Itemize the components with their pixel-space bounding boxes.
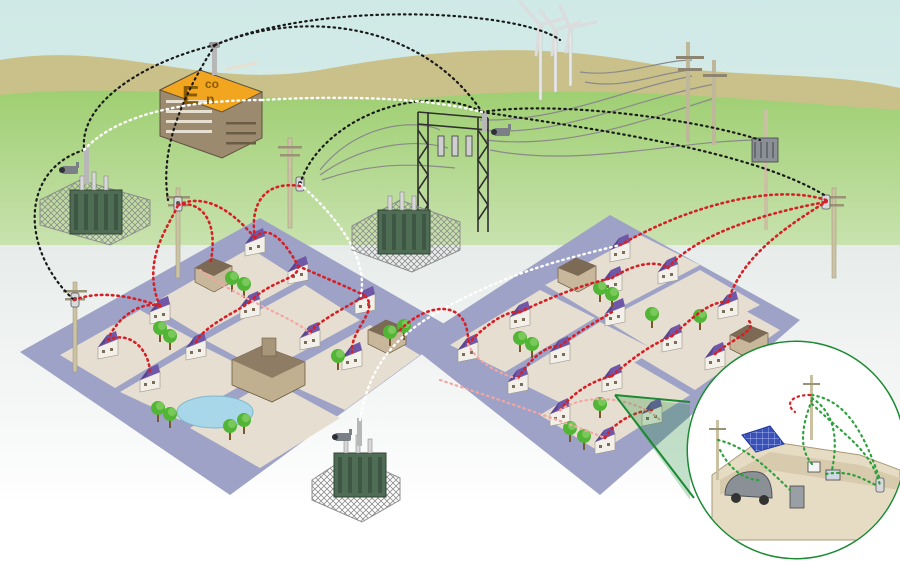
callout-connector (614, 394, 695, 500)
wind-turbines (518, 0, 598, 101)
transformer-center (351, 191, 461, 273)
mesh-links-red (72, 183, 828, 440)
wind-turbine-icon (558, 4, 598, 87)
logo-letter-n: n (206, 91, 215, 107)
backhaul-links-black (33, 13, 828, 302)
transformer-left (39, 148, 151, 246)
in-home-display-icon (825, 469, 841, 481)
transformer-bottom (311, 418, 401, 523)
transmission-tower-icon (676, 42, 727, 145)
logo-letter-e: E (182, 80, 199, 110)
utility-headquarters-building: E co n (158, 42, 264, 159)
meter-icon (875, 477, 885, 493)
substation-gantry (417, 111, 489, 232)
school-building (231, 337, 306, 403)
appliance-icon (789, 485, 805, 509)
neighborhood-right (410, 215, 800, 495)
thermostat-icon (807, 461, 821, 473)
logo-letter-co: co (205, 77, 219, 91)
relay-cameras (482, 112, 511, 136)
backhaul-links-white (82, 96, 622, 422)
pole-transformer-icon (751, 110, 779, 230)
home-network-detail-callout (686, 340, 900, 560)
electric-car-icon (724, 471, 773, 505)
pond (176, 395, 254, 429)
solar-panel-icon (741, 425, 785, 453)
mesh-links-pink (198, 268, 662, 440)
